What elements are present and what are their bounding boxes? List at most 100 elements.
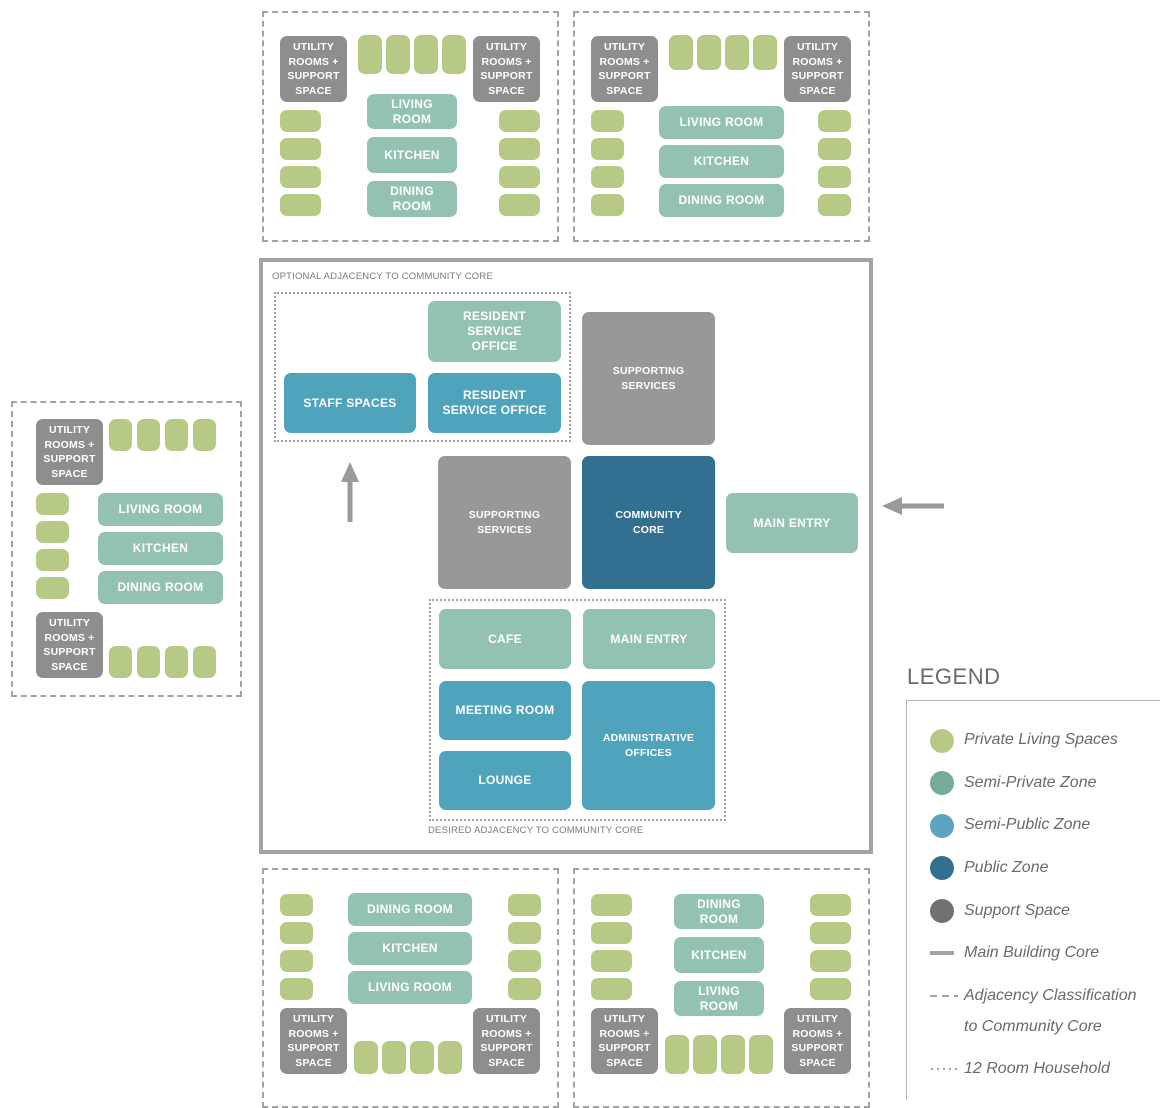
legend-swatch-semi-private bbox=[930, 771, 954, 795]
private-room bbox=[591, 110, 624, 132]
private-room bbox=[508, 922, 541, 944]
private-room bbox=[749, 1035, 773, 1074]
private-room bbox=[280, 166, 321, 188]
living-room: LIVING ROOM bbox=[348, 971, 472, 1004]
private-room bbox=[280, 138, 321, 160]
private-room bbox=[386, 35, 410, 74]
utility-room: UTILITY ROOMS + SUPPORT SPACE bbox=[591, 1008, 658, 1074]
private-room bbox=[725, 35, 749, 70]
legend-label-support: Support Space bbox=[964, 902, 1070, 919]
private-room bbox=[508, 894, 541, 916]
private-room bbox=[693, 1035, 717, 1074]
private-room bbox=[280, 194, 321, 216]
legend-label-semi-private: Semi-Private Zone bbox=[964, 774, 1097, 791]
utility-room: UTILITY ROOMS + SUPPORT SPACE bbox=[473, 1008, 540, 1074]
private-room bbox=[442, 35, 466, 74]
resident-service-office: RESIDENT SERVICE OFFICE bbox=[428, 373, 561, 433]
private-room bbox=[280, 950, 313, 972]
kitchen: KITCHEN bbox=[348, 932, 472, 965]
legend-label-main-core: Main Building Core bbox=[964, 944, 1100, 961]
dining-room: DINING ROOM bbox=[98, 571, 223, 604]
private-room bbox=[818, 166, 851, 188]
private-room bbox=[591, 194, 624, 216]
private-room bbox=[382, 1041, 406, 1074]
private-room bbox=[36, 493, 69, 515]
private-room bbox=[280, 110, 321, 132]
utility-room: UTILITY ROOMS + SUPPORT SPACE bbox=[591, 36, 658, 102]
private-room bbox=[165, 419, 188, 451]
community-core: COMMUNITY CORE bbox=[582, 456, 715, 589]
utility-room: UTILITY ROOMS + SUPPORT SPACE bbox=[36, 419, 103, 485]
dining-room: DINING ROOM bbox=[674, 894, 764, 929]
private-room bbox=[438, 1041, 462, 1074]
living-room: LIVING ROOM bbox=[98, 493, 223, 526]
private-room bbox=[697, 35, 721, 70]
utility-room: UTILITY ROOMS + SUPPORT SPACE bbox=[784, 1008, 851, 1074]
legend-label-adjacency: Adjacency Classification bbox=[964, 987, 1137, 1004]
legend-swatch-private bbox=[930, 729, 954, 753]
legend-label-private: Private Living Spaces bbox=[964, 731, 1118, 748]
private-room bbox=[818, 194, 851, 216]
private-room bbox=[193, 646, 216, 678]
private-room bbox=[818, 110, 851, 132]
utility-room: UTILITY ROOMS + SUPPORT SPACE bbox=[280, 36, 347, 102]
legend-label-semi-public: Semi-Public Zone bbox=[964, 816, 1091, 833]
legend-label-household: 12 Room Household bbox=[964, 1060, 1110, 1077]
desired-adjacency-zone bbox=[429, 599, 726, 821]
utility-room: UTILITY ROOMS + SUPPORT SPACE bbox=[36, 612, 103, 678]
private-room bbox=[193, 419, 216, 451]
resident-service-office-top: RESIDENT SERVICE OFFICE bbox=[428, 301, 561, 362]
legend-swatch-support bbox=[930, 899, 954, 923]
dining-room: DINING ROOM bbox=[659, 184, 784, 217]
utility-room: UTILITY ROOMS + SUPPORT SPACE bbox=[784, 36, 851, 102]
private-room bbox=[109, 419, 132, 451]
private-room bbox=[810, 922, 851, 944]
private-room bbox=[410, 1041, 434, 1074]
supporting-services-mid: SUPPORTING SERVICES bbox=[438, 456, 571, 589]
private-room bbox=[137, 646, 160, 678]
kitchen: KITCHEN bbox=[98, 532, 223, 565]
private-room bbox=[753, 35, 777, 70]
kitchen: KITCHEN bbox=[659, 145, 784, 178]
private-room bbox=[499, 138, 540, 160]
private-room bbox=[665, 1035, 689, 1074]
private-room bbox=[165, 646, 188, 678]
private-room bbox=[508, 978, 541, 1000]
optional-adjacency-zone bbox=[274, 292, 571, 442]
private-room bbox=[591, 166, 624, 188]
private-room bbox=[810, 978, 851, 1000]
meeting-room: MEETING ROOM bbox=[439, 681, 571, 740]
legend-dotted-line-icon bbox=[931, 1068, 960, 1070]
kitchen: KITCHEN bbox=[674, 937, 764, 973]
legend-solid-line-icon bbox=[930, 951, 954, 955]
private-room bbox=[36, 521, 69, 543]
dining-room: DINING ROOM bbox=[348, 893, 472, 926]
administrative-offices: ADMINISTRATIVE OFFICES bbox=[582, 681, 715, 810]
kitchen: KITCHEN bbox=[367, 137, 457, 173]
private-room bbox=[109, 646, 132, 678]
private-room bbox=[499, 194, 540, 216]
desired-adjacency-label: DESIRED ADJACENCY TO COMMUNITY CORE bbox=[428, 825, 644, 836]
main-building-core bbox=[259, 258, 873, 854]
private-room bbox=[499, 110, 540, 132]
household-top-left bbox=[262, 11, 559, 242]
optional-adjacency-label: OPTIONAL ADJACENCY TO COMMUNITY CORE bbox=[272, 271, 493, 282]
private-room bbox=[721, 1035, 745, 1074]
private-room bbox=[137, 419, 160, 451]
private-room bbox=[280, 978, 313, 1000]
lounge: LOUNGE bbox=[439, 751, 571, 810]
private-room bbox=[36, 577, 69, 599]
private-room bbox=[414, 35, 438, 74]
household-top-right bbox=[573, 11, 870, 242]
private-room bbox=[818, 138, 851, 160]
private-room bbox=[810, 950, 851, 972]
up-arrow-icon bbox=[341, 462, 359, 522]
legend-label-public: Public Zone bbox=[964, 859, 1049, 876]
private-room bbox=[591, 978, 632, 1000]
staff-spaces: STAFF SPACES bbox=[284, 373, 416, 433]
private-room bbox=[499, 166, 540, 188]
cafe: CAFE bbox=[439, 609, 571, 669]
private-room bbox=[358, 35, 382, 74]
private-room bbox=[591, 950, 632, 972]
legend-swatch-semi-public bbox=[930, 814, 954, 838]
